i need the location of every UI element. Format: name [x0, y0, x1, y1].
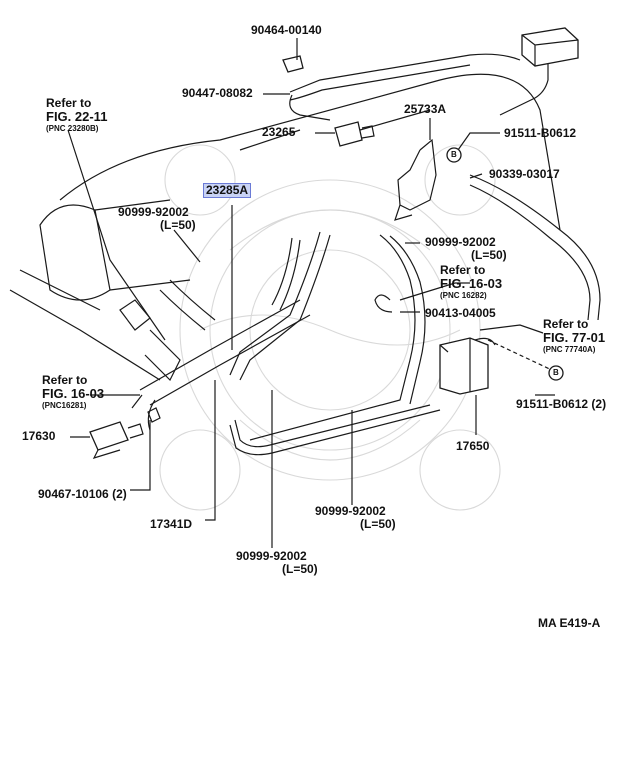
callout-90339-03017[interactable]: 90339-03017	[489, 167, 560, 181]
ref-16-03-b-fig[interactable]: FIG. 16-03	[42, 386, 105, 401]
callout-90467-10106[interactable]: 90467-10106 (2)	[38, 487, 127, 501]
bracket-25733A	[394, 138, 437, 221]
ref-16-03-b-head: Refer to	[42, 373, 88, 387]
clip-90464	[282, 55, 304, 73]
callout-25733A[interactable]: 25733A	[404, 102, 447, 116]
engine-outline	[9, 73, 561, 381]
callout-90999-92002-c[interactable]: 90999-92002	[236, 549, 307, 563]
ref-77-01-pnc: (PNC 77740A)	[543, 345, 596, 354]
ref-22-11-pnc: (PNC 23280B)	[46, 124, 99, 133]
ref-77-01-head: Refer to	[543, 317, 589, 331]
callout-90999-92002-c-length: (L=50)	[282, 562, 318, 576]
ref-16-03-a-pnc: (PNC 16282)	[440, 291, 487, 300]
callout-23265[interactable]: 23265	[262, 125, 296, 139]
ref-16-03-a-head: Refer to	[440, 263, 486, 277]
callout-90447-08082[interactable]: 90447-08082	[182, 86, 253, 100]
valve-17650	[439, 337, 496, 395]
top-hose	[289, 53, 521, 121]
clamp-90467	[147, 407, 161, 423]
diagram-code: MA E419-A	[538, 616, 601, 630]
watermark-emblem	[159, 144, 501, 511]
callout-23285A-highlighted[interactable]: 23285A	[203, 183, 252, 198]
callout-90999-92002-b-length: (L=50)	[471, 248, 507, 262]
callout-90999-92002-a[interactable]: 90999-92002	[118, 205, 189, 219]
hose-right	[469, 174, 601, 321]
ref-22-11-head: Refer to	[46, 96, 92, 110]
dashed-leader	[487, 339, 557, 373]
bolt-marker-2-label: B	[553, 368, 559, 377]
callout-90999-92002-a-length: (L=50)	[160, 218, 196, 232]
ref-77-01-fig[interactable]: FIG. 77-01	[543, 330, 606, 345]
callout-91511-b0612-2[interactable]: 91511-B0612 (2)	[516, 397, 607, 411]
callout-90999-92002-b[interactable]: 90999-92002	[425, 235, 496, 249]
callout-17341D[interactable]: 17341D	[150, 517, 193, 531]
callout-90999-92002-d-length: (L=50)	[360, 517, 396, 531]
sensor-17630	[89, 421, 144, 459]
callout-90999-92002-d[interactable]: 90999-92002	[315, 504, 386, 518]
ref-22-11-fig[interactable]: FIG. 22-11	[46, 109, 108, 124]
ref-16-03-b-pnc: (PNC16281)	[42, 401, 87, 410]
leader-lines	[67, 38, 555, 548]
callout-90413-04005[interactable]: 90413-04005	[425, 306, 496, 320]
callout-17630[interactable]: 17630	[22, 429, 56, 443]
callout-91511-b0612[interactable]: 91511-B0612	[504, 126, 577, 140]
bolt-marker-1-label: B	[451, 150, 457, 159]
ref-16-03-a-fig[interactable]: FIG. 16-03	[440, 276, 503, 291]
callout-17650[interactable]: 17650	[456, 439, 490, 453]
left-pipes	[119, 279, 311, 431]
bolt-marker-1	[446, 147, 462, 163]
sensor-23265	[334, 121, 375, 147]
sensor-box	[499, 27, 579, 116]
bolt-marker-2	[548, 365, 564, 381]
hose-cluster	[229, 231, 441, 456]
callout-90464-00140[interactable]: 90464-00140	[251, 23, 322, 37]
